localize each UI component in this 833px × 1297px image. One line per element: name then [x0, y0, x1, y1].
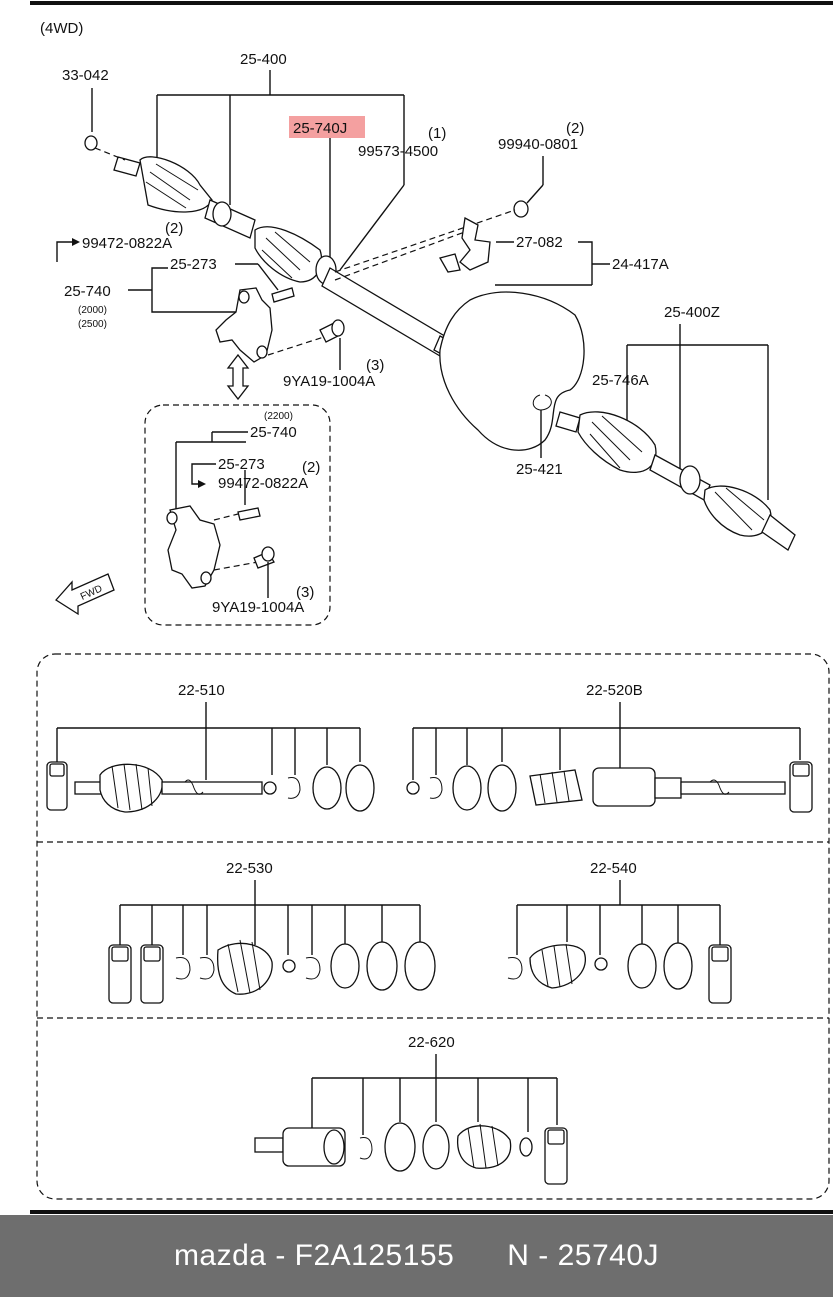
bracket-27-082 [439, 216, 491, 273]
kit-label-22-620[interactable]: 22-620 [408, 1034, 455, 1051]
kit-22-540-parts [507, 942, 732, 1004]
qty-3-inset: (3) [296, 584, 314, 601]
kit-label-22-510[interactable]: 22-510 [178, 682, 225, 699]
double-arrow-icon [226, 353, 250, 401]
inset-code-2200: (2200) [264, 411, 293, 422]
label-99472-0822A[interactable]: 99472-0822A [82, 235, 172, 252]
label-25-740J[interactable]: 25-740J [293, 120, 347, 137]
label-25-421[interactable]: 25-421 [516, 461, 563, 478]
kit-22-620-parts [254, 1122, 568, 1185]
label-9YA19-1004A-inset[interactable]: 9YA19-1004A [212, 599, 304, 616]
kit-22-530-parts [108, 939, 436, 1004]
bearing-bracket-upper [215, 287, 273, 363]
qty-3a: (3) [366, 357, 384, 374]
inset-2200-box [144, 404, 331, 626]
washer-99940 [513, 200, 529, 218]
footer-brand-part: mazda - F2A125155 [173, 1239, 455, 1272]
label-33-042[interactable]: 33-042 [62, 67, 109, 84]
label-99472-0822A-inset[interactable]: 99472-0822A [218, 475, 308, 492]
fwd-arrow-icon: FWD [55, 573, 115, 616]
bolt-25-273 [271, 287, 295, 303]
bearing-bracket-inset [166, 505, 221, 589]
code-2500: (2500) [78, 319, 107, 330]
exploded-parts-diagram: (4WD) 33-042 25-400 25-740J (1) 99573-45… [30, 1, 833, 1214]
qty-2-inset: (2) [302, 459, 320, 476]
label-25-400[interactable]: 25-400 [240, 51, 287, 68]
label-25-740-inset[interactable]: 25-740 [250, 424, 297, 441]
qty-2b: (2) [165, 220, 183, 237]
nut-33-042 [84, 135, 98, 151]
footer-ref: N - 25740J [507, 1239, 660, 1272]
label-25-740-upper[interactable]: 25-740 [64, 283, 111, 300]
highlight-25-740J [289, 116, 365, 138]
qty-1: (1) [428, 125, 446, 142]
label-25-400Z[interactable]: 25-400Z [664, 304, 720, 321]
label-25-746A[interactable]: 25-746A [592, 372, 649, 389]
label-99940-0801[interactable]: 99940-0801 [498, 136, 578, 153]
bolt-inset-upper [237, 507, 261, 521]
kit-22-520B-parts [406, 761, 813, 813]
qty-2a: (2) [566, 120, 584, 137]
kit-label-22-520B[interactable]: 22-520B [586, 682, 643, 699]
label-27-082[interactable]: 27-082 [516, 234, 563, 251]
right-driveshaft [555, 411, 796, 551]
kit-22-510-parts [46, 761, 375, 813]
code-2000: (2000) [78, 305, 107, 316]
label-24-417A[interactable]: 24-417A [612, 256, 669, 273]
circlip-25-421 [532, 394, 552, 411]
variant-label: (4WD) [40, 20, 83, 37]
footer-banner: mazda - F2A125155 N - 25740J [0, 1215, 833, 1297]
label-99573-4500[interactable]: 99573-4500 [358, 143, 438, 160]
left-driveshaft [113, 156, 463, 363]
kit-label-22-530[interactable]: 22-530 [226, 860, 273, 877]
kit-label-22-540[interactable]: 22-540 [590, 860, 637, 877]
transmission-housing [439, 291, 585, 451]
kits-box [36, 653, 830, 1200]
label-9YA19-1004A-upper[interactable]: 9YA19-1004A [283, 373, 375, 390]
label-25-273[interactable]: 25-273 [170, 256, 217, 273]
label-25-273-inset[interactable]: 25-273 [218, 456, 265, 473]
